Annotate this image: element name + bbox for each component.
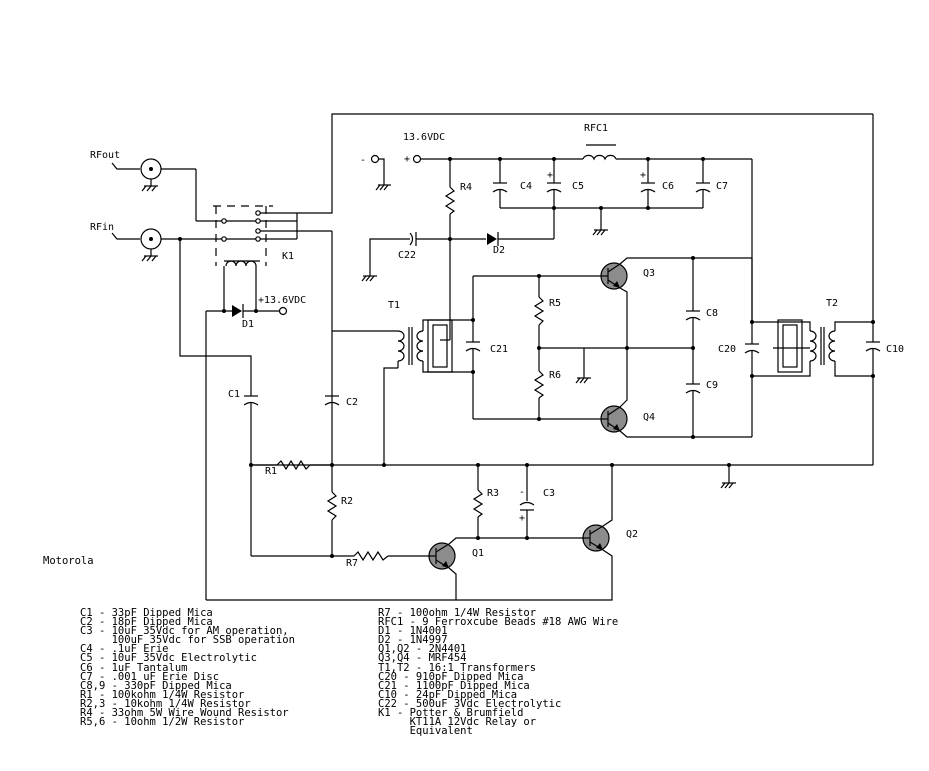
parts-list-line: R7 - 100ohm 1/4W Resistor [378,607,537,619]
c9-label: C9 [706,380,718,391]
parts-list-line: R2,3 - 10kohm 1/4W Resistor [80,697,251,710]
parts-list-line: C20 - 910pF Dipped Mica [378,670,524,683]
parts-list-line: R5,6 - 10ohm 1/2W Resistor [80,716,245,729]
q4-label: Q4 [643,412,655,423]
c21-label: C21 [490,344,508,355]
ground-bus [249,463,873,489]
parts-list-line: Equivalent [378,725,473,738]
d2-label: D2 [493,245,505,256]
output-stage: R5 R6 Q3 Q4 [473,256,753,439]
c6-label: C6 [662,181,674,192]
c4-label: C4 [520,181,532,192]
parts-list-line: C7 - .001 uF Erie Disc [80,670,220,683]
c3-polarity-plus: + [519,513,525,524]
c6-polarity: + [640,170,646,181]
bias-c22-d2: C22 D2 [361,232,554,282]
t2-label: T2 [826,298,838,309]
supply-section: - 13.6VDC + RFC1 R4 C4 [360,123,753,340]
parts-list-line: R4 - 33ohm 5W Wire Wound Resistor [80,707,289,720]
r1-label: R1 [265,466,277,477]
parts-list-line: C4 - .1uF Erie [80,643,169,656]
output-network: C20 T2 C10 [718,114,904,465]
c8-label: C8 [706,308,718,319]
rfin-connector: RFin [90,222,222,262]
relay-k1: K1 [195,113,873,465]
parts-list-line: C10 - 24pF Dipped Mica [378,688,518,701]
c5-label: C5 [572,181,584,192]
sense-network: C1 C2 R1 R2 R7 [228,389,428,569]
c5-polarity: + [547,170,553,181]
parts-list-line: Q3,Q4 - MRF454 [378,652,467,665]
parts-list-line: C1 - 33pF Dipped Mica [80,607,213,619]
parts-list-line: D2 - 1N4997 [378,634,448,647]
k1-label: K1 [282,251,294,262]
r7-label: R7 [346,558,358,569]
parts-list-line: C21 - 1100pF Dipped Mica [378,679,530,692]
parts-list-line: K1 - Potter & Brumfield [378,707,524,720]
parts-list-line: T1,T2 - 16:1 Transformers [378,661,537,674]
parts-list-line: C2 - 18pF Dipped Mica [80,616,213,629]
parts-list-line: RFC1 - 9 Ferroxcube Beads #18 AWG Wire [378,616,619,629]
c7-label: C7 [716,181,728,192]
q2-label: Q2 [626,529,638,540]
plus-label: + [404,154,410,165]
parts-list-line: C6 - 1uF Tantalum [80,661,188,674]
r5-label: R5 [549,298,561,309]
parts-list-line: C3 - 10uF 35Vdc for AM operation, [80,625,289,638]
rfout-connector: RFout [90,150,196,192]
r3-label: R3 [487,488,499,499]
t1-label: T1 [388,300,400,311]
q3-label: Q3 [643,268,655,279]
minus-label: - [360,155,366,166]
parts-list-line: R1 - 100kohm 1/4W Resistor [80,688,245,701]
parts-list-line: Q1,Q2 - 2N4401 [378,643,467,656]
diode-d1: D1 +13.6VDC [205,295,306,600]
c22-label: C22 [398,250,416,261]
rfc1-label: RFC1 [584,123,608,134]
relay-supply-label: +13.6VDC [258,295,306,306]
d1-label: D1 [242,319,254,330]
transformer-t1: T1 [332,300,475,465]
parts-list-line: C5 - 10uF 35Vdc Electrolytic [80,652,258,665]
c10-label: C10 [886,344,904,355]
credit-label: Motorola [43,555,94,567]
switch-transistors: Q1 R3 - + C3 Q2 [206,463,638,601]
parts-list-line: D1 - 1N4001 [378,625,448,638]
r4-label: R4 [460,182,472,193]
q1-label: Q1 [472,548,484,559]
c20-label: C20 [718,344,736,355]
c1-label: C1 [228,389,240,400]
c2-label: C2 [346,397,358,408]
r2-label: R2 [341,496,353,507]
parts-list-line: C22 - 500uF 3Vdc Electrolytic [378,697,562,710]
c3-label: C3 [543,488,555,499]
parts-list-line: KT11A 12Vdc Relay or [378,716,537,729]
rfin-label: RFin [90,222,114,233]
c3-polarity-minus: - [519,487,525,498]
parts-list-line: 100uF 35Vdc for SSB operation [80,634,295,647]
parts-list-line: C8,9 - 330pF Dipped Mica [80,679,232,692]
capacitor-c21: C21 [465,276,508,419]
supply-label: 13.6VDC [403,132,445,143]
r6-label: R6 [549,370,561,381]
rfout-label: RFout [90,150,120,161]
